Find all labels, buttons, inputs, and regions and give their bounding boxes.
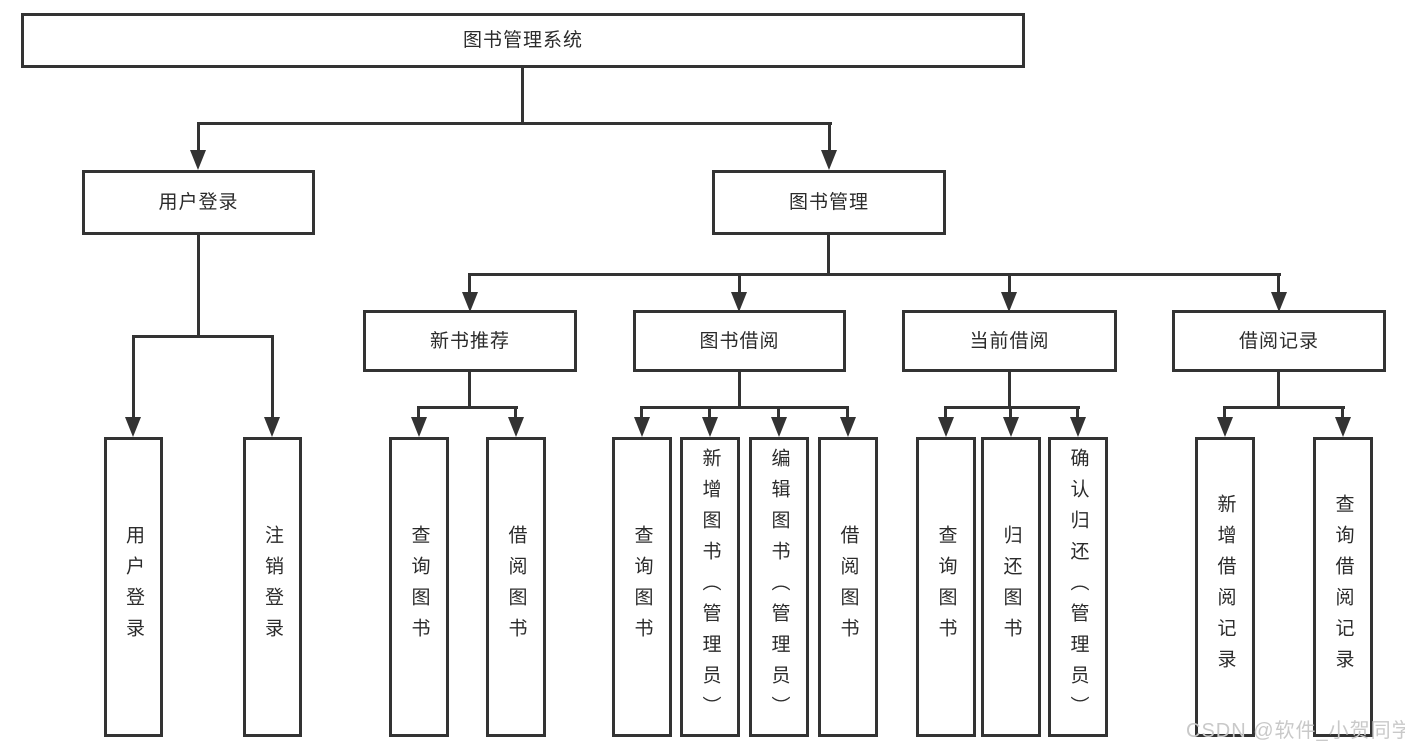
arrowhead-sec2-leaf-0 [938,417,954,437]
leaf-logout-label: 注销登录 [262,525,283,649]
leaf-borrow-borrow-books-label: 借阅图书 [837,525,859,649]
arrowhead-current-borrow [1001,292,1017,312]
node-current-borrow: 当前借阅 [902,310,1117,372]
arrowhead-sec0-leaf-0 [411,417,427,437]
node-borrow-records: 借阅记录 [1172,310,1386,372]
arrowhead-sec3-leaf-0 [1217,417,1233,437]
connector-sec3-stem [1277,372,1280,406]
arrowhead-leaf-logout [264,417,280,437]
connector-book-drop-0 [468,273,471,295]
arrowhead-book-management [821,150,837,170]
node-book-management: 图书管理 [712,170,946,235]
node-book-borrow-label: 图书借阅 [699,330,780,352]
leaf-records-add-record: 新增借阅记录 [1195,437,1255,737]
arrowhead-sec0-leaf-1 [508,417,524,437]
connector-root-stem [521,68,524,122]
leaf-newbook-query-books-label: 查询图书 [408,525,430,649]
connector-sec3-drop-1 [1341,406,1344,420]
connector-book-drop-1 [738,273,741,295]
connector-root-drop-left [197,122,200,152]
arrowhead-user-login [190,150,206,170]
leaf-newbook-query-books: 查询图书 [389,437,449,737]
leaf-current-return-books: 归还图书 [981,437,1041,737]
connector-sec0-stem [468,372,471,406]
arrowhead-sec3-leaf-1 [1335,417,1351,437]
arrowhead-book-borrow [731,292,747,312]
arrowhead-sec1-leaf-2 [771,417,787,437]
connector-sec2-drop-2 [1076,406,1079,420]
connector-sec2-drop-0 [944,406,947,420]
connector-sec1-drop-0 [640,406,643,420]
arrowhead-sec1-leaf-3 [840,417,856,437]
connector-sec0-hbar [417,406,518,409]
node-new-book-recommend: 新书推荐 [363,310,577,372]
connector-sec2-hbar [944,406,1080,409]
node-new-book-recommend-label: 新书推荐 [429,330,510,352]
leaf-current-return-books-label: 归还图书 [1000,525,1022,649]
connector-sec3-drop-0 [1223,406,1226,420]
arrowhead-borrow-records [1271,292,1287,312]
arrowhead-leaf-user-login [125,417,141,437]
leaf-user-login: 用户登录 [104,437,163,737]
connector-root-hbar [197,122,832,125]
arrowhead-new-book-recommend [462,292,478,312]
connector-book-hbar [468,273,1281,276]
connector-sec3-hbar [1223,406,1345,409]
leaf-records-query-record-label: 查询借阅记录 [1332,494,1354,680]
leaf-newbook-borrow-books-label: 借阅图书 [505,525,527,649]
arrowhead-sec2-leaf-2 [1070,417,1086,437]
leaf-newbook-borrow-books: 借阅图书 [486,437,546,737]
connector-sec0-drop-0 [417,406,420,420]
node-borrow-records-label: 借阅记录 [1238,330,1319,352]
leaf-borrow-edit-books-admin: 编辑图书（管理员） [749,437,809,737]
leaf-current-confirm-return-admin: 确认归还（管理员） [1048,437,1108,737]
leaf-borrow-add-books-admin-label: 新增图书（管理员） [699,447,721,727]
connector-sec1-drop-3 [846,406,849,420]
leaf-borrow-add-books-admin: 新增图书（管理员） [680,437,740,737]
connector-user-hbar [132,335,273,338]
leaf-borrow-edit-books-admin-label: 编辑图书（管理员） [768,447,790,727]
arrowhead-sec1-leaf-1 [702,417,718,437]
node-user-login: 用户登录 [82,170,315,235]
connector-root-drop-right [828,122,831,152]
connector-sec2-drop-1 [1009,406,1012,420]
leaf-records-query-record: 查询借阅记录 [1313,437,1373,737]
connector-book-drop-3 [1277,273,1280,295]
leaf-user-login-label: 用户登录 [123,525,144,649]
leaf-current-query-books: 查询图书 [916,437,976,737]
connector-user-stem [197,235,200,335]
csdn-watermark: CSDN @软件_小贺同学 [1186,720,1405,742]
connector-sec1-drop-2 [777,406,780,420]
connector-book-stem [827,235,830,273]
leaf-current-query-books-label: 查询图书 [935,525,957,649]
connector-sec1-hbar [640,406,849,409]
connector-sec1-stem [738,372,741,406]
connector-sec0-drop-1 [514,406,517,420]
arrowhead-sec1-leaf-0 [634,417,650,437]
node-book-borrow: 图书借阅 [633,310,846,372]
node-book-management-label: 图书管理 [788,192,869,213]
connector-user-drop-0 [132,335,135,419]
leaf-borrow-query-books-label: 查询图书 [631,525,653,649]
leaf-borrow-borrow-books: 借阅图书 [818,437,878,737]
leaf-logout: 注销登录 [243,437,302,737]
node-root-label: 图书管理系统 [462,30,583,51]
leaf-current-confirm-return-admin-label: 确认归还（管理员） [1067,447,1089,727]
leaf-borrow-query-books: 查询图书 [612,437,672,737]
connector-user-drop-1 [271,335,274,419]
node-current-borrow-label: 当前借阅 [969,330,1050,352]
arrowhead-sec2-leaf-1 [1003,417,1019,437]
node-user-login-label: 用户登录 [158,192,239,213]
leaf-records-add-record-label: 新增借阅记录 [1214,494,1236,680]
connector-sec1-drop-1 [708,406,711,420]
connector-book-drop-2 [1008,273,1011,295]
connector-sec2-stem [1008,372,1011,406]
node-root-system: 图书管理系统 [21,13,1025,68]
